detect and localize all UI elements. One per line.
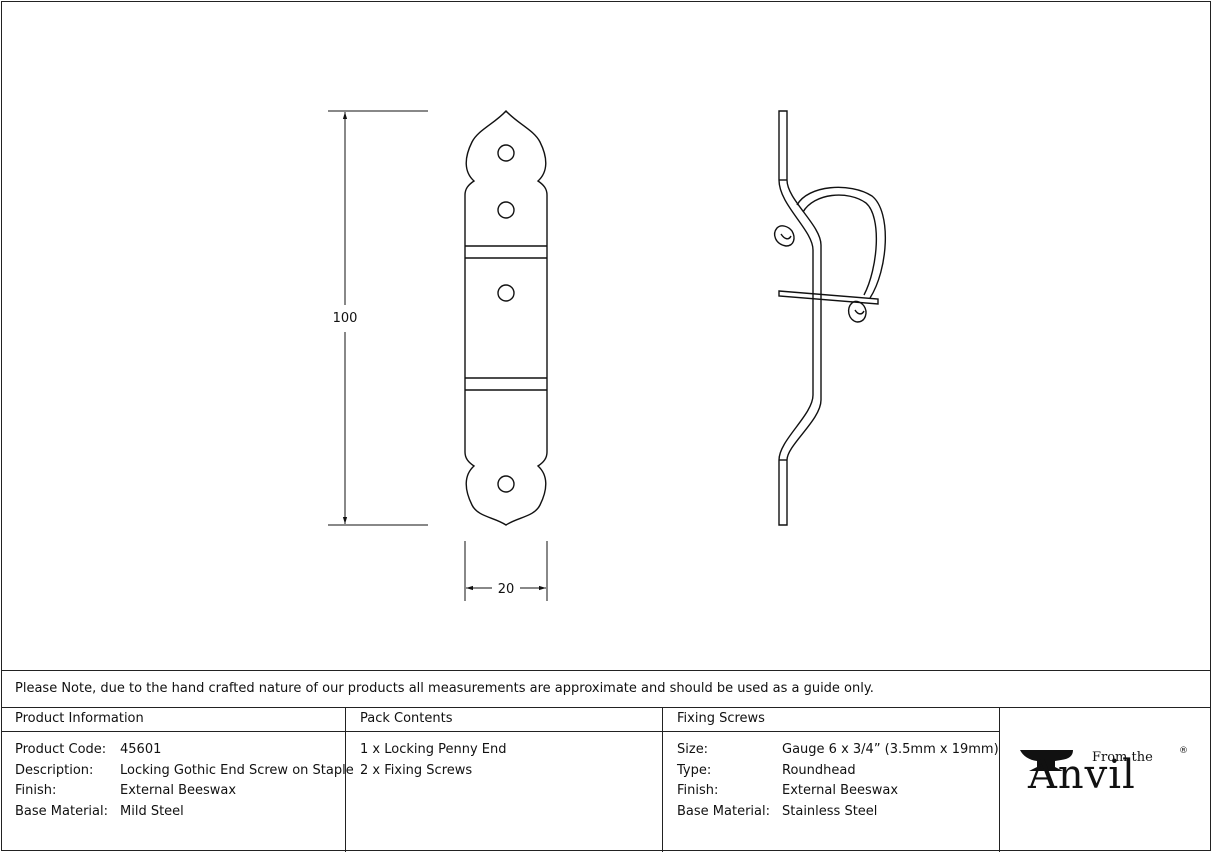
screw-finish-label: Finish: <box>677 783 719 798</box>
screw-hole <box>497 475 515 493</box>
fixing-screws-heading: Fixing Screws <box>677 711 765 726</box>
pack-contents-item: 2 x Fixing Screws <box>360 763 473 778</box>
screw-material-value: Stainless Steel <box>782 804 878 819</box>
finish-label: Finish: <box>15 783 57 798</box>
description-label: Description: <box>15 763 94 778</box>
side-view-staple <box>774 110 887 526</box>
screw-material-label: Base Material: <box>677 804 770 819</box>
screw-hole <box>497 201 515 219</box>
note-bottom-border <box>2 707 1211 708</box>
pack-contents-heading: Pack Contents <box>360 711 453 726</box>
screw-finish-value: External Beeswax <box>782 783 899 798</box>
description-value: Locking Gothic End Screw on Staple <box>120 763 354 778</box>
finish-value: External Beeswax <box>120 783 237 798</box>
column-divider <box>662 707 663 852</box>
product-information-heading: Product Information <box>15 711 144 726</box>
screw-size-label: Size: <box>677 742 709 757</box>
screw-hole <box>497 284 515 302</box>
from-the-anvil-logo: From the Anvil ® <box>1015 742 1195 812</box>
column-divider <box>345 707 346 852</box>
screw-type-label: Type: <box>677 763 712 778</box>
logo-from-the: From the <box>1092 750 1153 765</box>
logo-brand: Anvil <box>1028 752 1136 798</box>
height-dimension-label: 100 <box>333 311 358 326</box>
base-material-label: Base Material: <box>15 804 108 819</box>
width-dimension-label: 20 <box>498 582 515 597</box>
header-bottom-border <box>2 731 1000 732</box>
column-divider <box>999 707 1000 852</box>
pack-contents-item: 1 x Locking Penny End <box>360 742 507 757</box>
product-code-label: Product Code: <box>15 742 107 757</box>
width-dimension: 20 <box>464 541 548 601</box>
table-top-border <box>2 670 1211 671</box>
base-material-value: Mild Steel <box>120 804 184 819</box>
screw-hole <box>497 144 515 162</box>
anvil-icon <box>1020 750 1073 771</box>
front-view-plate <box>464 109 548 526</box>
height-dimension: 100 <box>328 110 428 526</box>
product-drawing: 100 20 <box>328 109 887 601</box>
registered-mark: ® <box>1179 746 1188 756</box>
screw-type-value: Roundhead <box>782 763 856 778</box>
screw-size-value: Gauge 6 x 3/4” (3.5mm x 19mm) <box>782 742 999 757</box>
measurement-note: Please Note, due to the hand crafted nat… <box>15 681 874 696</box>
product-code-value: 45601 <box>120 742 162 757</box>
